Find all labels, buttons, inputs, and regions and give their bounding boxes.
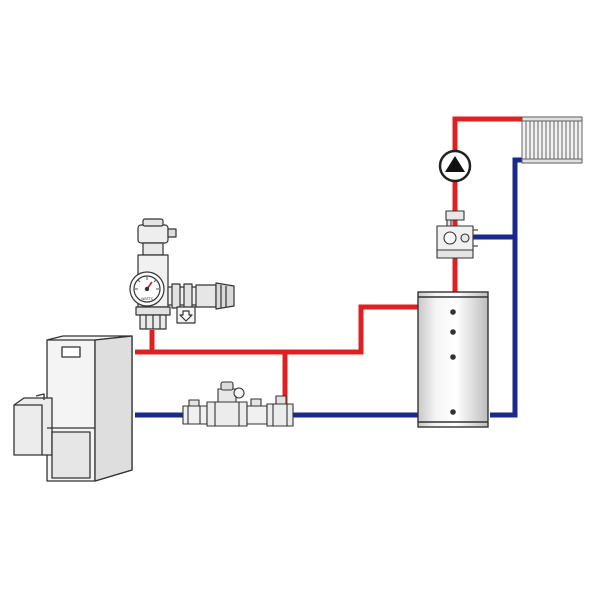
radiator (521, 116, 583, 164)
boiler-display (61, 346, 81, 358)
buffer-tank (417, 291, 489, 428)
boiler (13, 335, 133, 482)
return-loading-unit (182, 381, 294, 427)
circulation-pump (438, 149, 472, 183)
tank-sensor-port-3 (450, 354, 456, 360)
tank-sensor-port-2 (450, 329, 456, 335)
gauge-brand-label: WATTS (141, 297, 154, 301)
supply-pipe-boiler-to-tank (135, 304, 418, 355)
tank-sensor-port-1 (450, 309, 456, 315)
return-pipe-radiator-to-tank (490, 157, 522, 418)
tank-sensor-port-4 (450, 409, 456, 415)
safety-group: WATTS (129, 218, 235, 330)
mixing-valve (436, 210, 478, 259)
